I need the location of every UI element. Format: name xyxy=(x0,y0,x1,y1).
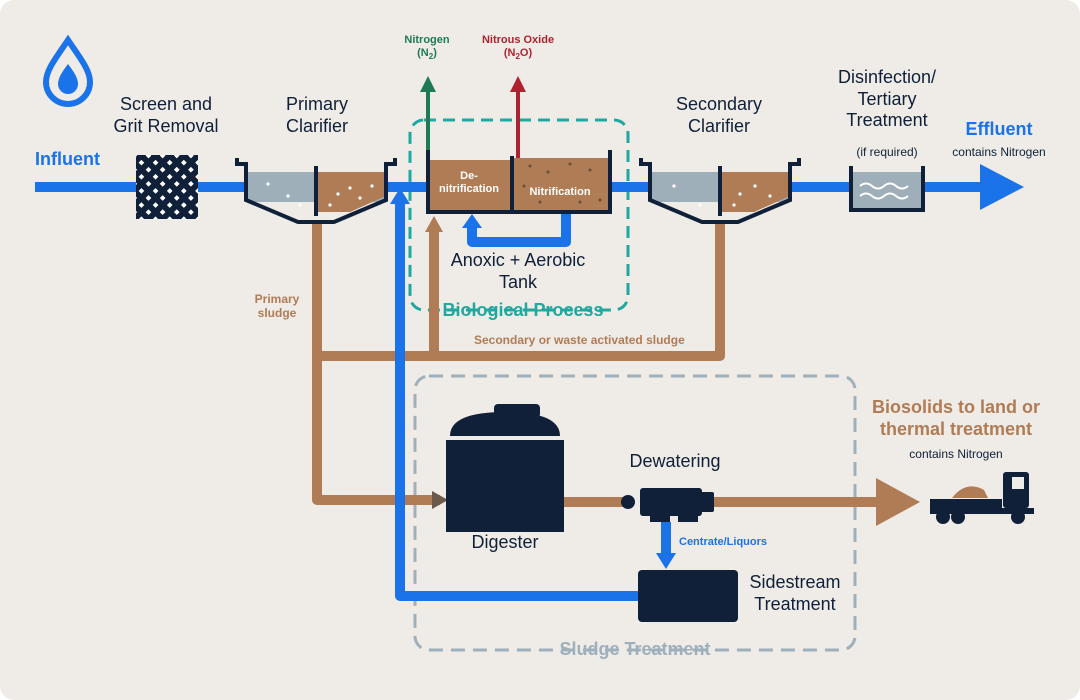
nitrogen-formula-post: ) xyxy=(433,47,437,60)
secondary-label-line2: Clarifier xyxy=(687,115,750,136)
nitrous-formula-sub: 2 xyxy=(515,52,520,62)
biosolids-line2: thermal treatment xyxy=(879,418,1033,439)
sidestream-line2: Treatment xyxy=(754,593,836,614)
secondary-sludge-label: Secondary or waste activated sludge xyxy=(474,333,685,347)
digester-inlet-arrowhead xyxy=(432,491,448,509)
sidestream-line1: Sidestream xyxy=(749,572,841,592)
nitrogen-formula: (N2) xyxy=(404,47,449,62)
nitrogen-gas-label: Nitrogen (N2) xyxy=(404,34,449,62)
sludge-treatment-box xyxy=(413,374,857,652)
nitrification-label: Nitrification xyxy=(529,186,591,198)
denitrification-line1: De- xyxy=(460,170,478,182)
nitrous-oxide-name: Nitrous Oxide xyxy=(481,34,555,46)
sludge-treatment-title: Sludge Treatment xyxy=(559,639,711,659)
centrate-arrowhead xyxy=(656,553,676,569)
disinfection-note: (if required) xyxy=(856,145,918,159)
sidestream-label: Sidestream Treatment xyxy=(749,572,840,615)
influent-label: Influent xyxy=(35,149,100,169)
anoxic-aerobic-tank-label: Anoxic + Aerobic Tank xyxy=(451,250,586,293)
screen-grit-label: Screen and Grit Removal xyxy=(113,94,218,137)
denitrification-line2: nitrification xyxy=(439,183,499,196)
denitrification-label: De- nitrification xyxy=(439,170,499,196)
truck-icon xyxy=(930,472,1034,524)
nitrogen-name: Nitrogen xyxy=(404,34,450,46)
nitrogen-formula-sub: 2 xyxy=(428,52,434,62)
primary-clarifier-icon xyxy=(235,158,397,224)
secondary-clarifier-icon xyxy=(639,158,801,224)
dewatering-centrifuge-icon xyxy=(621,488,714,522)
primary-label-line2: Clarifier xyxy=(285,115,349,136)
digester-icon xyxy=(446,404,564,532)
effluent-arrowhead xyxy=(980,164,1024,210)
primary-clarifier-label: Primary Clarifier xyxy=(286,94,348,137)
nitrogen-arrowhead xyxy=(420,76,436,92)
nitrogen-formula-pre: (N xyxy=(417,47,429,60)
screen-label-line1: Screen and xyxy=(119,94,213,114)
secondary-clarifier-label: Secondary Clarifier xyxy=(676,94,762,137)
effluent-note: contains Nitrogen xyxy=(952,145,1046,159)
tank-label-line2: Tank xyxy=(498,271,538,292)
tank-label-line1: Anoxic + Aerobic xyxy=(450,250,586,270)
biosolids-arrowhead xyxy=(876,478,920,526)
primary-sludge-line2: sludge xyxy=(257,306,297,321)
effluent-label: Effluent xyxy=(965,119,1033,139)
nitrous-oxide-arrowhead xyxy=(510,76,526,92)
digester-label: Digester xyxy=(471,532,539,552)
primary-sludge-label: Primary sludge xyxy=(255,292,300,321)
biosolids-note: contains Nitrogen xyxy=(909,447,1003,461)
disinfection-label: Disinfection/ Tertiary Treatment xyxy=(838,67,936,132)
sludge-arrowhead-up xyxy=(425,216,443,232)
nitrous-oxide-label: Nitrous Oxide (N2O) xyxy=(482,34,554,62)
nitrous-oxide-formula: (N2O) xyxy=(482,47,554,62)
dewatering-label: Dewatering xyxy=(629,451,721,471)
disinfection-line2: Tertiary xyxy=(857,88,917,109)
primary-label-line1: Primary xyxy=(285,94,348,114)
sidestream-unit-icon xyxy=(638,570,738,622)
disinfection-line3: Treatment xyxy=(846,110,928,131)
nitrous-formula-post: O) xyxy=(519,47,533,60)
secondary-label-line1: Secondary xyxy=(675,94,763,114)
biological-process-title: Biological Process xyxy=(442,300,604,320)
centrate-label: Centrate/Liquors xyxy=(679,536,768,548)
internal-recycle-arrowhead xyxy=(462,214,482,228)
primary-sludge-line1: Primary xyxy=(254,292,300,306)
return-arrowhead xyxy=(390,188,410,204)
disinfection-wave-icon xyxy=(849,166,925,212)
water-drop-logo-icon xyxy=(42,34,94,107)
disinfection-line1: Disinfection/ xyxy=(837,67,937,87)
nitrous-formula-pre: (N xyxy=(503,47,516,60)
biosolids-title: Biosolids to land or thermal treatment xyxy=(872,397,1040,440)
screen-grid-icon xyxy=(136,155,198,219)
screen-label-line2: Grit Removal xyxy=(113,115,219,136)
aeration-tank-icon xyxy=(426,150,612,214)
biosolids-line1: Biosolids to land or xyxy=(871,397,1041,417)
